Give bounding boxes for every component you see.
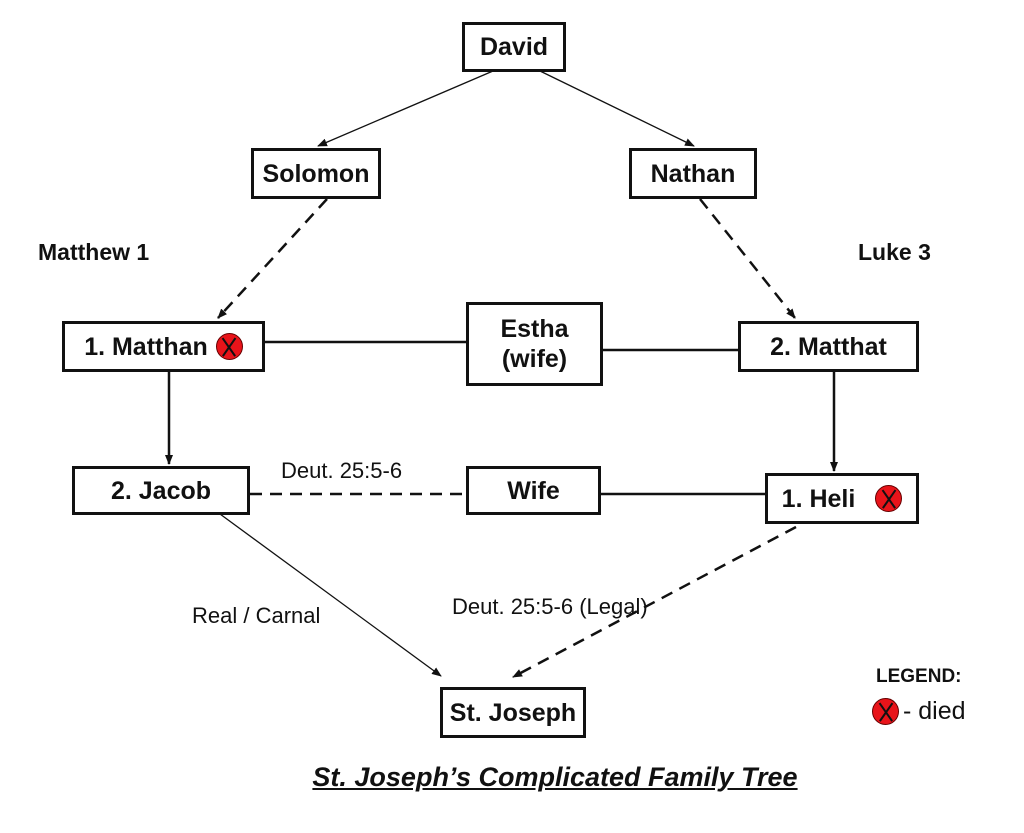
node-label-line2: (wife) xyxy=(501,345,568,373)
node-label: St. Joseph xyxy=(449,698,577,727)
gospel-label-luke: Luke 3 xyxy=(858,239,931,265)
node-label: 1. Heli xyxy=(781,484,856,513)
node-nathan: Nathan xyxy=(629,148,757,199)
node-st-joseph: St. Joseph xyxy=(440,687,586,738)
edge-jacob-joseph xyxy=(219,513,442,677)
died-icon xyxy=(872,698,899,725)
node-label: Nathan xyxy=(650,159,736,188)
node-label-line1: Estha xyxy=(500,315,569,343)
node-label: Wife xyxy=(507,476,560,505)
node-heli: 1. Heli xyxy=(765,473,919,524)
node-matthan: 1. Matthan xyxy=(62,321,265,372)
edge-solomon-matthan xyxy=(217,198,328,319)
node-matthat: 2. Matthat xyxy=(738,321,919,372)
node-wife: Wife xyxy=(466,466,601,515)
node-label: David xyxy=(479,33,549,61)
gospel-label-matthew: Matthew 1 xyxy=(38,239,150,265)
legend-died-label: - died xyxy=(903,697,966,725)
node-jacob: 2. Jacob xyxy=(72,466,250,515)
node-label: 1. Matthan xyxy=(84,332,208,361)
node-label: Solomon xyxy=(262,159,370,188)
legend-item-died: - died xyxy=(872,697,966,726)
edge-david-nathan xyxy=(539,70,695,147)
node-estha: Estha (wife) xyxy=(466,302,603,386)
diagram-title: St. Joseph’s Complicated Family Tree xyxy=(312,762,798,792)
node-label: 2. Jacob xyxy=(110,476,212,505)
edge-nathan-matthat xyxy=(699,198,796,319)
edge-label-real-carnal: Real / Carnal xyxy=(192,603,321,628)
edge-david-solomon xyxy=(317,70,494,147)
node-david: David xyxy=(462,22,566,72)
node-solomon: Solomon xyxy=(251,148,381,199)
edge-heli-joseph xyxy=(512,525,797,679)
died-icon xyxy=(875,485,903,512)
died-icon xyxy=(215,333,243,360)
edge-label-levirate: Deut. 25:5-6 xyxy=(281,458,403,483)
edge-label-legal: Deut. 25:5-6 (Legal) xyxy=(452,594,648,619)
node-label: 2. Matthat xyxy=(770,332,887,361)
legend-title: LEGEND: xyxy=(876,666,962,687)
